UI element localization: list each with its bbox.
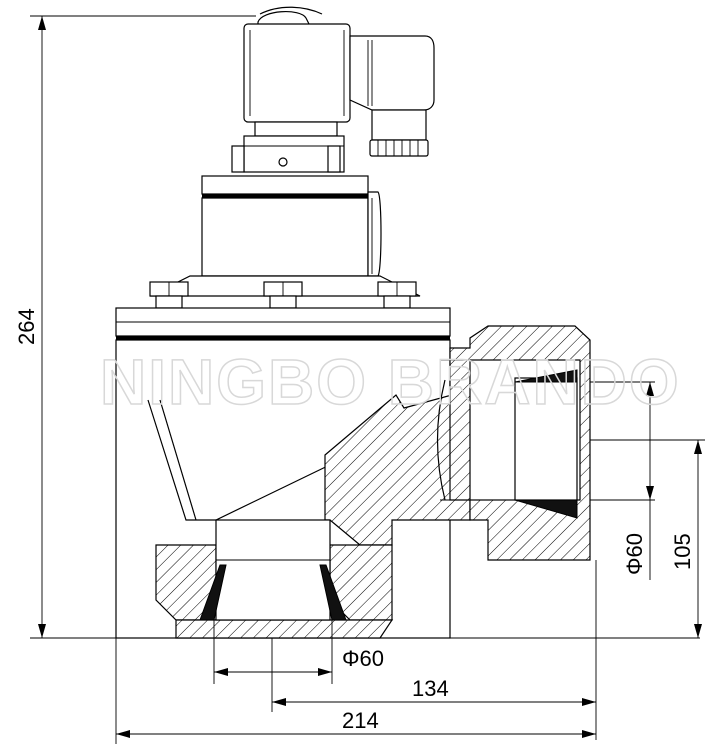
bolt-right <box>377 281 417 309</box>
connector-plug <box>349 35 435 157</box>
dim-outlet-height: 105 <box>670 533 695 570</box>
valve-body <box>115 339 471 639</box>
outlet-port <box>436 325 705 561</box>
dim-overall-width: 214 <box>342 708 379 733</box>
armature-housing <box>231 135 345 173</box>
bolt-left <box>149 281 189 309</box>
dim-inlet-offset: 134 <box>412 676 449 701</box>
solenoid-coil <box>243 6 351 137</box>
dim-inlet-diameter: Φ60 <box>342 646 384 671</box>
pilot-cover <box>201 175 382 277</box>
bonnet <box>115 275 451 341</box>
dim-overall-height: 264 <box>14 308 39 345</box>
dimension-lines <box>30 15 702 744</box>
dim-outlet-diameter: Φ60 <box>622 533 647 575</box>
watermark: NINGBO BRANDO <box>100 346 681 418</box>
bolt-middle <box>263 281 303 309</box>
